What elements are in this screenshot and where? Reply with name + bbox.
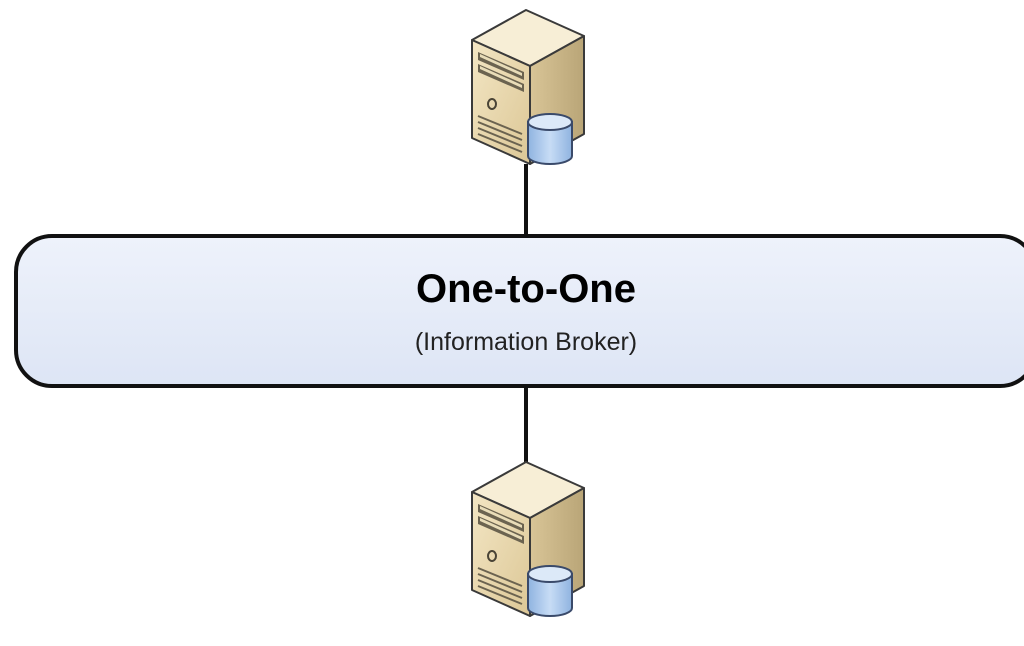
top-server-database-icon [471, 9, 585, 165]
broker-title: One-to-One [416, 267, 636, 311]
broker-subtitle: (Information Broker) [415, 328, 637, 356]
information-broker-box [14, 234, 1024, 388]
bottom-server-database-icon [471, 461, 585, 617]
